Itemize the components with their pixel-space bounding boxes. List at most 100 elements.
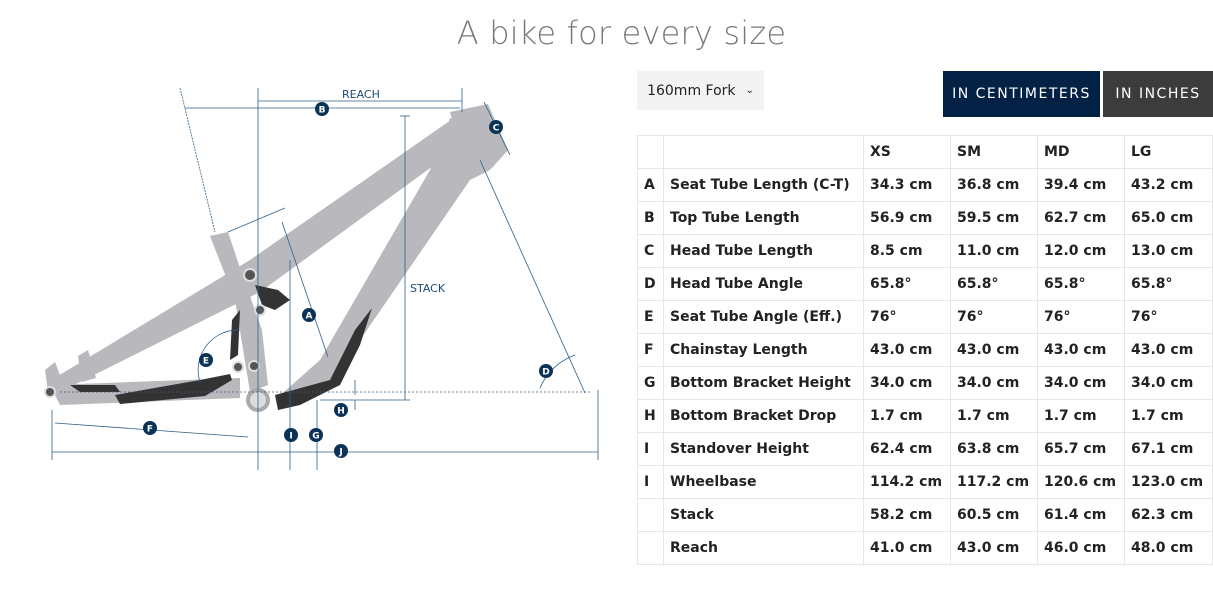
row-letter: F — [637, 333, 664, 367]
row-value: 76° — [950, 300, 1038, 334]
badge-e: E — [203, 357, 209, 367]
fork-select-value: 160mm Fork — [647, 82, 736, 99]
row-value: 8.5 cm — [863, 234, 951, 268]
row-value: 13.0 cm — [1124, 234, 1213, 268]
row-value: 34.0 cm — [1124, 366, 1213, 400]
row-letter: I — [637, 465, 664, 499]
column-header — [637, 135, 664, 169]
column-header: SM — [950, 135, 1038, 169]
row-value: 39.4 cm — [1037, 168, 1125, 202]
row-value: 34.0 cm — [1037, 366, 1125, 400]
row-value: 36.8 cm — [950, 168, 1038, 202]
row-value: 34.0 cm — [950, 366, 1038, 400]
row-value: 43.2 cm — [1124, 168, 1213, 202]
row-name: Seat Tube Length (C-T) — [663, 168, 864, 202]
bike-frame — [45, 104, 508, 405]
reach-label: REACH — [342, 88, 380, 101]
row-value: 62.3 cm — [1124, 498, 1213, 532]
badge-d: D — [542, 368, 549, 378]
column-header: XS — [863, 135, 951, 169]
row-letter: G — [637, 366, 664, 400]
row-value: 117.2 cm — [950, 465, 1038, 499]
badge-g: G — [312, 432, 319, 442]
row-value: 67.1 cm — [1124, 432, 1213, 466]
badge-f: F — [147, 425, 153, 435]
row-value: 43.0 cm — [863, 333, 951, 367]
row-letter: H — [637, 399, 664, 433]
row-name: Standover Height — [663, 432, 864, 466]
row-value: 41.0 cm — [863, 531, 951, 565]
frame-dark-parts — [70, 285, 372, 410]
row-name: Chainstay Length — [663, 333, 864, 367]
pivot-bolts — [44, 268, 266, 398]
row-value: 65.8° — [1037, 267, 1125, 301]
page-title: A bike for every size — [456, 14, 787, 52]
chevron-down-icon: ⌄ — [745, 85, 754, 96]
row-value: 76° — [1037, 300, 1125, 334]
badge-b: B — [319, 106, 326, 116]
row-value: 12.0 cm — [1037, 234, 1125, 268]
badge-i: I — [289, 432, 292, 442]
row-value: 120.6 cm — [1037, 465, 1125, 499]
bike-geometry-diagram: REACH STACK B C A E D H F I G J — [44, 87, 599, 470]
dimension-badges: B C A E D H F I G J — [143, 102, 553, 458]
row-value: 65.8° — [1124, 267, 1213, 301]
row-value: 63.8 cm — [950, 432, 1038, 466]
row-letter — [637, 498, 664, 532]
row-value: 46.0 cm — [1037, 531, 1125, 565]
row-value: 65.8° — [863, 267, 951, 301]
centimeters-button[interactable]: IN CENTIMETERS — [943, 71, 1100, 117]
row-value: 34.0 cm — [863, 366, 951, 400]
row-value: 65.8° — [950, 267, 1038, 301]
row-name: Seat Tube Angle (Eff.) — [663, 300, 864, 334]
row-name: Wheelbase — [663, 465, 864, 499]
row-value: 65.0 cm — [1124, 201, 1213, 235]
row-value: 58.2 cm — [863, 498, 951, 532]
row-value: 43.0 cm — [950, 333, 1038, 367]
row-value: 76° — [1124, 300, 1213, 334]
stack-label: STACK — [410, 282, 446, 295]
row-name: Bottom Bracket Drop — [663, 399, 864, 433]
row-value: 114.2 cm — [863, 465, 951, 499]
row-value: 43.0 cm — [1124, 333, 1213, 367]
fork-select[interactable]: 160mm Fork ⌄ — [637, 71, 764, 110]
column-header: LG — [1124, 135, 1213, 169]
row-letter — [637, 531, 664, 565]
row-letter: D — [637, 267, 664, 301]
row-letter: E — [637, 300, 664, 334]
badge-a: A — [306, 312, 313, 322]
row-value: 48.0 cm — [1124, 531, 1213, 565]
row-name: Head Tube Angle — [663, 267, 864, 301]
row-value: 43.0 cm — [950, 531, 1038, 565]
badge-h: H — [337, 407, 345, 417]
row-value: 1.7 cm — [950, 399, 1038, 433]
badge-c: C — [493, 124, 500, 134]
inches-button[interactable]: IN INCHES — [1103, 71, 1213, 117]
row-value: 60.5 cm — [950, 498, 1038, 532]
row-value: 1.7 cm — [1037, 399, 1125, 433]
badge-j: J — [338, 448, 342, 458]
row-value: 11.0 cm — [950, 234, 1038, 268]
row-value: 1.7 cm — [1124, 399, 1213, 433]
dimension-lines — [51, 87, 599, 470]
row-value: 1.7 cm — [863, 399, 951, 433]
row-letter: C — [637, 234, 664, 268]
row-letter: B — [637, 201, 664, 235]
row-name: Bottom Bracket Height — [663, 366, 864, 400]
column-header: MD — [1037, 135, 1125, 169]
row-value: 61.4 cm — [1037, 498, 1125, 532]
row-name: Reach — [663, 531, 864, 565]
row-name: Stack — [663, 498, 864, 532]
